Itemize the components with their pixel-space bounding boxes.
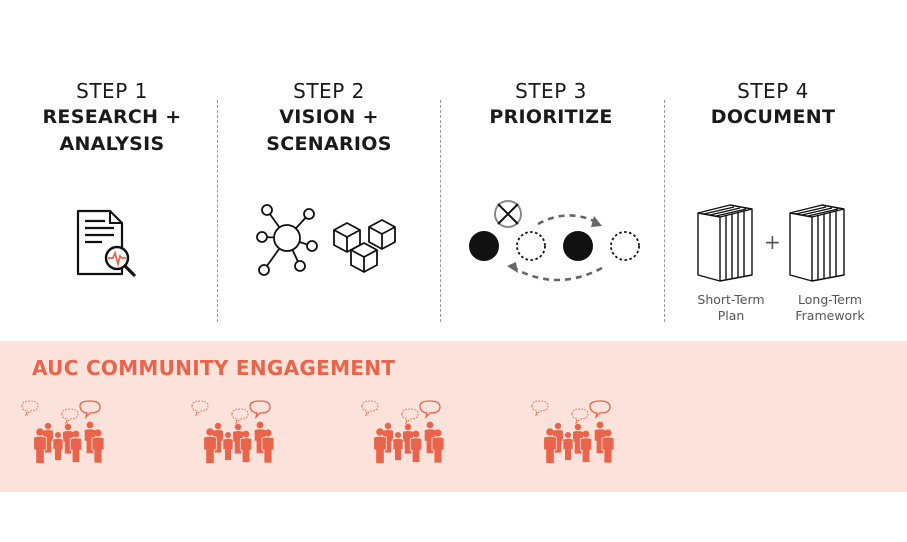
step-2-label: STEP 2	[293, 79, 365, 103]
prioritize-dots-icon	[469, 200, 640, 282]
step-1-title-line1: RESEARCH +	[42, 106, 182, 128]
step-4: STEP 4 DOCUMENT	[673, 78, 873, 131]
step-3-title-line1: PRIORITIZE	[489, 106, 613, 128]
step-2-title-line1: VISION +	[279, 106, 379, 128]
short-term-plan-caption: Short-Term Plan	[676, 292, 786, 324]
community-group-icon	[21, 400, 105, 464]
step-1-title-line2: ANALYSIS	[59, 133, 165, 155]
step-3: STEP 3 PRIORITIZE	[451, 78, 651, 131]
divider-2	[440, 100, 441, 322]
step-4-label: STEP 4	[737, 79, 809, 103]
divider-1	[217, 100, 218, 322]
long-term-framework-caption: Long-Term Framework	[775, 292, 885, 324]
community-engagement-band	[0, 341, 907, 492]
short-term-line1: Short-Term	[697, 292, 765, 307]
step-2: STEP 2 VISION + SCENARIOS	[229, 78, 429, 158]
short-term-line2: Plan	[717, 308, 745, 323]
books-icon	[697, 204, 845, 282]
document-search-icon	[76, 209, 136, 277]
community-group-icon	[531, 400, 615, 464]
plus-sign: +	[764, 230, 781, 254]
community-group-icon	[191, 400, 275, 464]
community-engagement-title: AUC COMMUNITY ENGAGEMENT	[32, 356, 396, 380]
community-group-icon	[361, 400, 445, 464]
divider-3	[664, 100, 665, 322]
long-term-line1: Long-Term	[798, 292, 862, 307]
step-1: STEP 1 RESEARCH + ANALYSIS	[12, 78, 212, 158]
network-cubes-icon	[256, 204, 396, 276]
long-term-line2: Framework	[795, 308, 865, 323]
step-1-label: STEP 1	[76, 79, 148, 103]
step-4-title-line1: DOCUMENT	[710, 106, 836, 128]
step-2-title-line2: SCENARIOS	[266, 133, 392, 155]
step-3-label: STEP 3	[515, 79, 587, 103]
